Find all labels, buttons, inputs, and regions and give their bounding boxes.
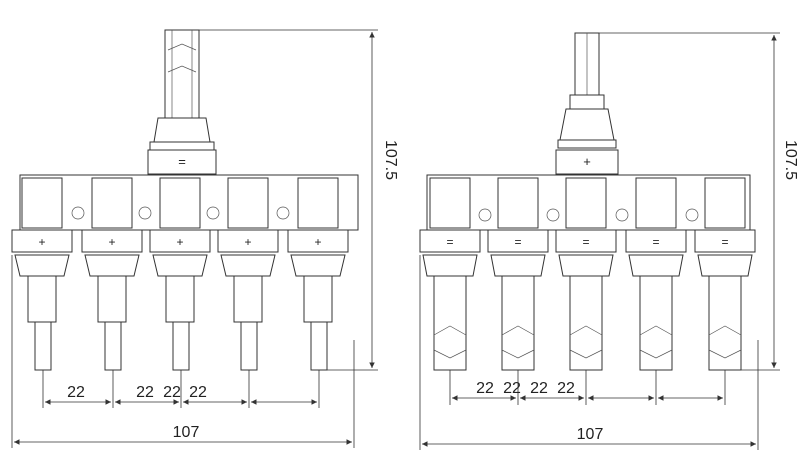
right-port-3: = xyxy=(555,177,617,371)
left-pitch-label-4: 22 xyxy=(189,384,207,401)
left-pitch-label-2: 22 xyxy=(136,384,154,401)
left-port-4: + xyxy=(217,177,279,371)
right-pitch-dimension: 22 22 22 22 xyxy=(449,370,726,405)
left-width-label: 107 xyxy=(173,424,200,441)
left-port-4-symbol: + xyxy=(244,235,251,249)
left-height-label: 107.5 xyxy=(382,140,399,180)
right-port-2: = xyxy=(487,177,549,371)
right-input-symbol: + xyxy=(583,154,591,169)
left-port-3: + xyxy=(149,177,211,371)
right-width-dimension: 107 xyxy=(419,255,759,450)
left-port-5-symbol: + xyxy=(314,235,321,249)
right-input-cable: + xyxy=(555,32,619,175)
left-input-cable: = xyxy=(147,29,217,175)
right-port-2-symbol: = xyxy=(514,235,521,249)
left-view: = + + + xyxy=(11,29,399,448)
left-width-dimension: 107 xyxy=(11,255,355,448)
left-pitch-label-3: 22 xyxy=(163,384,181,401)
right-port-4: = xyxy=(625,177,687,371)
left-port-1-symbol: + xyxy=(38,235,45,249)
left-input-symbol: = xyxy=(178,154,186,169)
left-pitch-label-1: 22 xyxy=(67,384,85,401)
right-port-5-symbol: = xyxy=(721,235,728,249)
right-port-1: = xyxy=(419,177,481,371)
right-pitch-label-3: 22 xyxy=(530,380,548,397)
left-port-5: + xyxy=(287,177,349,371)
right-pitch-label-4: 22 xyxy=(557,380,575,397)
left-port-1: + xyxy=(11,177,73,371)
left-port-2: + xyxy=(81,177,143,371)
left-pitch-dimension: 22 22 22 22 xyxy=(42,370,320,408)
right-height-label: 107.5 xyxy=(782,140,799,180)
right-port-1-symbol: = xyxy=(446,235,453,249)
left-height-dimension: 107.5 xyxy=(199,29,399,371)
right-pitch-label-1: 22 xyxy=(476,380,494,397)
left-port-2-symbol: + xyxy=(108,235,115,249)
right-pitch-label-2: 22 xyxy=(503,380,521,397)
left-port-3-symbol: + xyxy=(176,235,183,249)
right-view: + = = = xyxy=(419,32,799,450)
right-port-3-symbol: = xyxy=(582,235,589,249)
right-port-4-symbol: = xyxy=(652,235,659,249)
right-height-dimension: 107.5 xyxy=(599,32,799,371)
right-width-label: 107 xyxy=(577,426,604,443)
right-port-5: = xyxy=(694,177,756,371)
